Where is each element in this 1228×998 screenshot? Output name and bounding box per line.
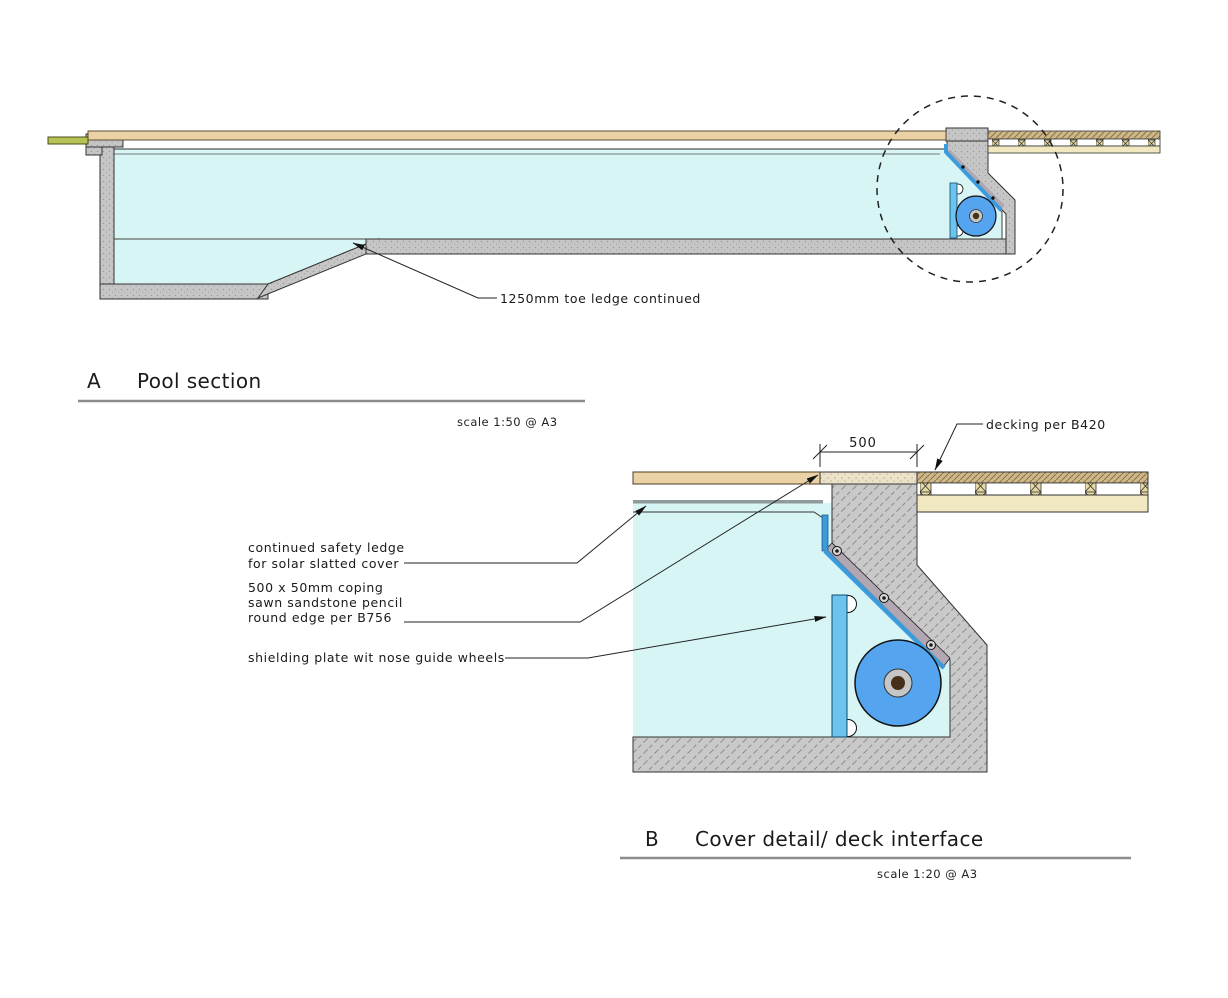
leader-toe-ledge: [352, 242, 497, 299]
deck-board-top: [916, 471, 1149, 484]
decking-b: [916, 471, 1149, 513]
detail-reference-circle: [876, 95, 1064, 283]
pool-water: [113, 148, 1003, 285]
grass-strip: [47, 136, 89, 145]
detail-b-drawing: 500 decking per B420 continued safety le…: [248, 417, 1149, 773]
deck-board-top: [987, 130, 1161, 140]
toe-ledge-slab: [365, 238, 1007, 255]
deck-joist-band: [987, 138, 1161, 147]
waterline-detail: [633, 511, 824, 519]
dimension-500: 500: [812, 436, 925, 467]
decking-a: [987, 130, 1161, 154]
roller-axle: [972, 212, 980, 220]
coping-annotation-line3: round edge per B756: [248, 610, 392, 625]
shielding-plate: [831, 594, 848, 738]
leader-shielding: [505, 615, 827, 659]
leader-coping: [404, 474, 819, 623]
toe-ledge-annotation: 1250mm toe ledge continued: [500, 291, 701, 306]
section-a-caption: A Pool section scale 1:50 @ A3: [78, 369, 585, 429]
decking-annotation: decking per B420: [986, 417, 1106, 432]
safety-ledge-edge: [633, 500, 823, 504]
deep-floor-slab: [99, 283, 269, 300]
leader-decking: [934, 423, 983, 471]
screw: [976, 180, 980, 184]
cover-mechanism-b: [821, 514, 951, 738]
coping-annotation-line2: sawn sandstone pencil: [248, 595, 403, 610]
section-a-title: Pool section: [137, 369, 262, 393]
cover-mechanism-a: [944, 144, 1005, 239]
detail-b-scale: scale 1:20 @ A3: [877, 867, 978, 881]
detail-b-caption: B Cover detail/ deck interface scale 1:2…: [620, 827, 1131, 881]
safety-ledge-strip: [944, 144, 1003, 212]
detail-b-title: Cover detail/ deck interface: [695, 827, 984, 851]
section-a-label: A: [87, 369, 101, 393]
detail-b-label: B: [645, 827, 659, 851]
deck-board-bottom: [987, 145, 1161, 154]
section-a-scale: scale 1:50 @ A3: [457, 415, 558, 429]
leader-safety-ledge: [404, 505, 647, 564]
screw: [961, 165, 965, 169]
section-a-drawing: 1250mm toe ledge continued: [47, 95, 1161, 306]
detail-b-annotations: decking per B420 continued safety ledge …: [248, 417, 1106, 665]
dimension-500-text: 500: [849, 436, 877, 451]
solar-cover-board: [87, 130, 947, 141]
safety-ledge-annotation-line2: for solar slatted cover: [248, 556, 399, 571]
safety-ledge-vertical: [821, 514, 829, 552]
deck-board-bottom: [916, 494, 1149, 513]
screws: [832, 546, 936, 650]
roller-axle: [891, 676, 905, 690]
solar-cover-board-detail: [632, 471, 821, 485]
deck-joist-band: [916, 482, 1149, 496]
coping-annotation-line1: 500 x 50mm coping: [248, 580, 383, 595]
shielding-annotation: shielding plate wit nose guide wheels: [248, 650, 505, 665]
coping-detail: [819, 471, 918, 485]
screw: [991, 196, 995, 200]
left-coping-step: [85, 146, 103, 156]
safety-ledge-annotation-line1: continued safety ledge: [248, 540, 405, 555]
shielding-plate: [949, 182, 958, 239]
left-wall: [99, 145, 115, 300]
right-coping-block: [945, 127, 989, 142]
